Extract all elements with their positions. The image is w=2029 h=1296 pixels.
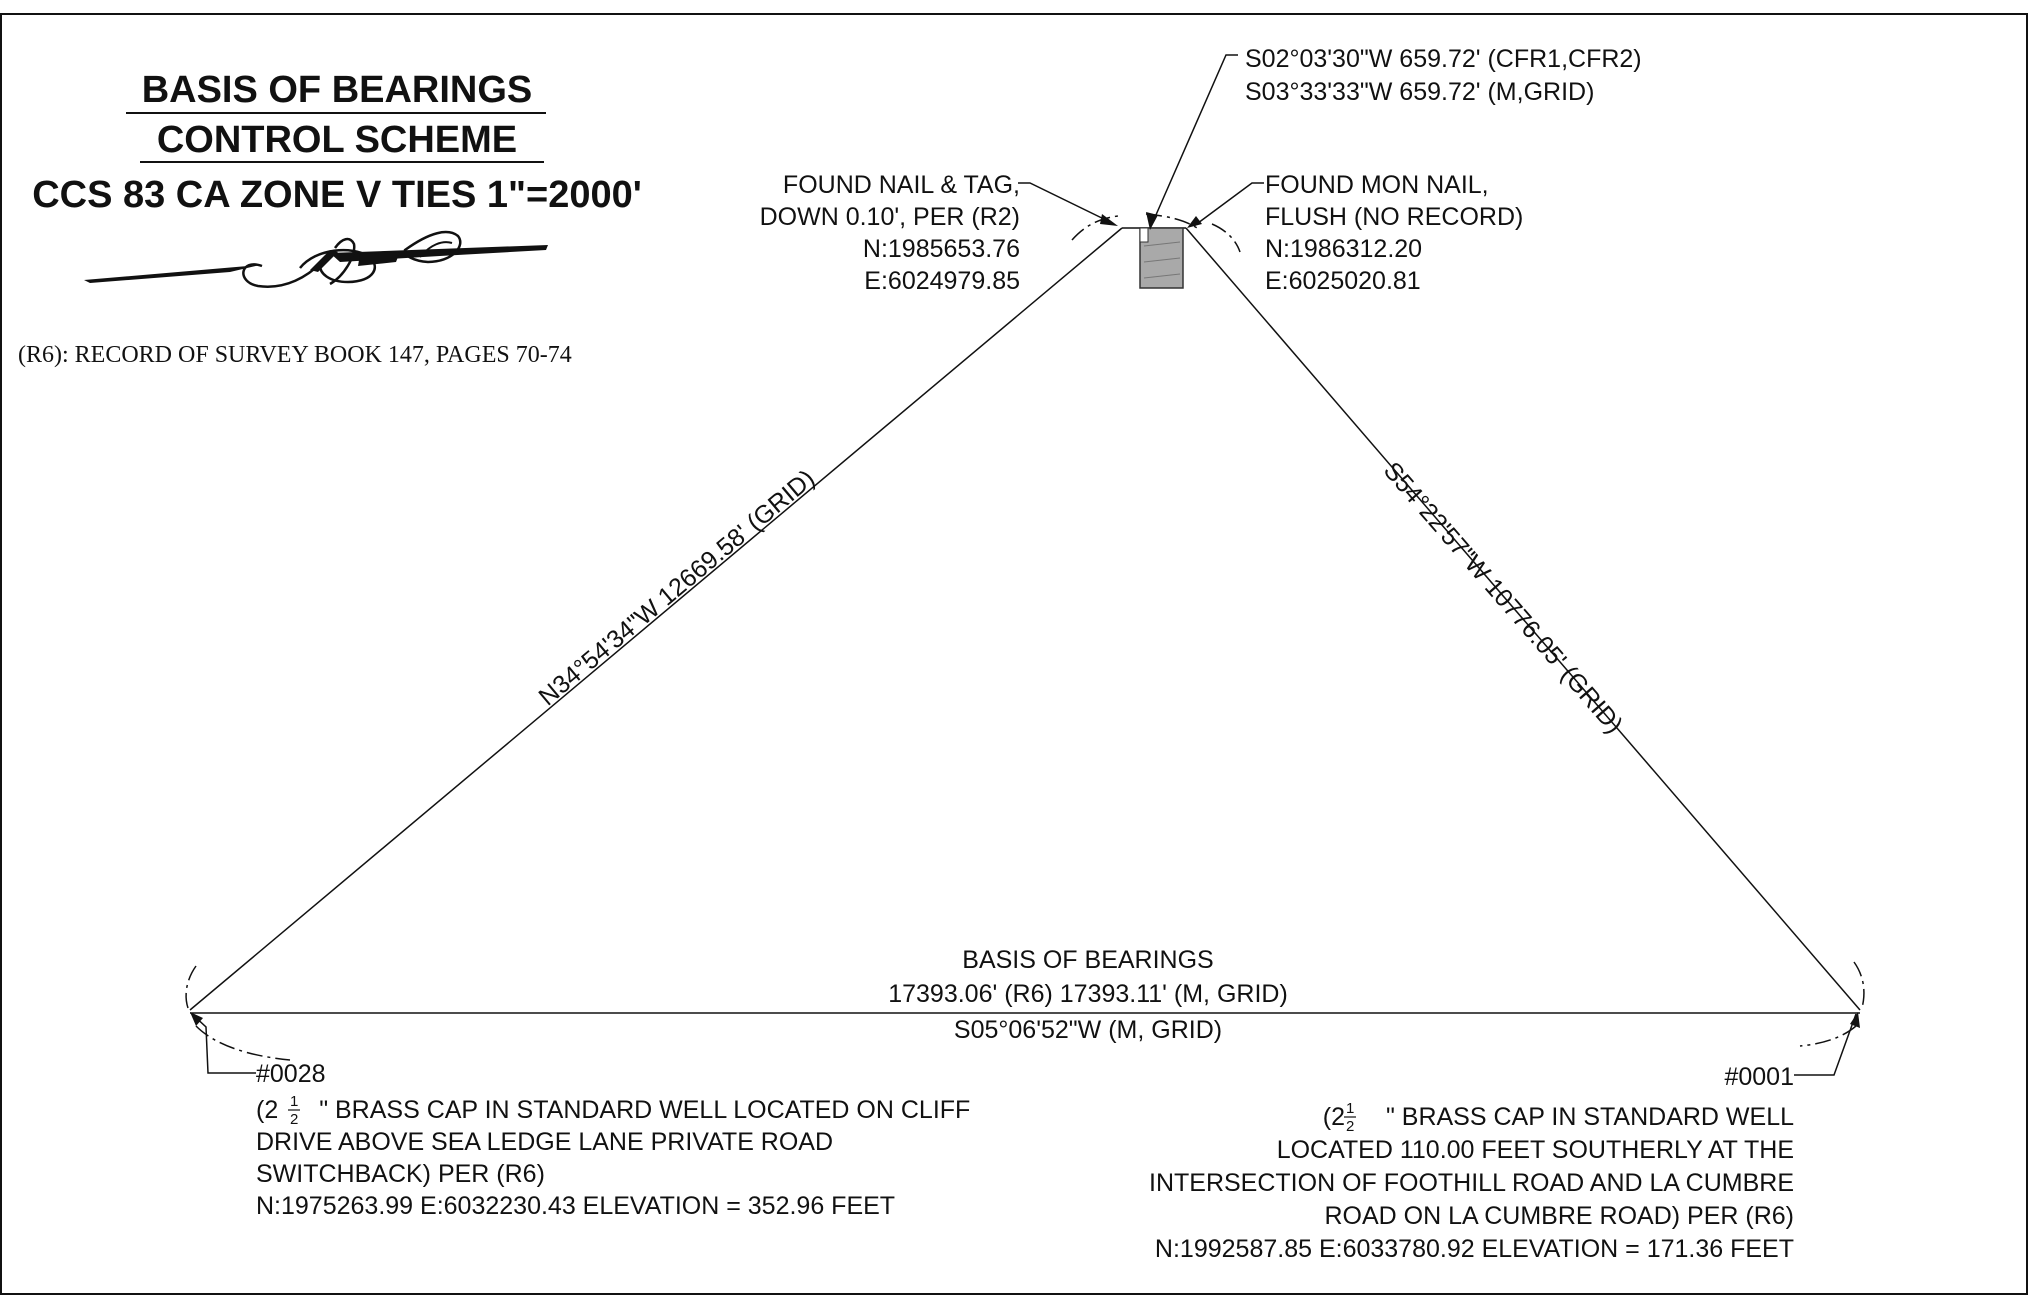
point-0028-line-1: (2 " BRASS CAP IN STANDARD WELL LOCATED … xyxy=(256,1096,970,1124)
point-0028-id: #0028 xyxy=(256,1060,326,1088)
right-line-bearing: S54°22'57"W 10776.05' (GRID) xyxy=(1378,457,1628,739)
svg-text:1: 1 xyxy=(290,1093,298,1110)
found-monument-symbol xyxy=(1139,227,1184,289)
nail-tag-label-2: DOWN 0.10', PER (R2) xyxy=(760,203,1020,231)
top-bearing-measured: S03°33'33"W 659.72' (M,GRID) xyxy=(1245,78,1594,106)
point-break-arcs xyxy=(185,213,1865,1061)
left-line-bearing: N34°54'34"W 12669.58' (GRID) xyxy=(533,464,820,711)
point-0001-line-3: INTERSECTION OF FOOTHILL ROAD AND LA CUM… xyxy=(1149,1169,1794,1197)
leader-lines xyxy=(191,54,1857,1076)
point-0028-line-4: N:1975263.99 E:6032230.43 ELEVATION = 35… xyxy=(256,1192,895,1220)
top-bearing-record: S02°03'30"W 659.72' (CFR1,CFR2) xyxy=(1245,45,1642,73)
mon-nail-label-2: FLUSH (NO RECORD) xyxy=(1265,203,1523,231)
point-0001-id: #0001 xyxy=(1724,1063,1794,1091)
point-0001-line-4: ROAD ON LA CUMBRE ROAD) PER (R6) xyxy=(1324,1202,1794,1230)
point-0028-line-2: DRIVE ABOVE SEA LEDGE LANE PRIVATE ROAD xyxy=(256,1128,833,1156)
reference-note: (R6): RECORD OF SURVEY BOOK 147, PAGES 7… xyxy=(18,342,572,368)
point-0028-fraction: 1 2 xyxy=(288,1093,300,1128)
nail-tag-northing: N:1985653.76 xyxy=(863,235,1020,263)
svg-text:1: 1 xyxy=(1346,1100,1354,1117)
leader-arrowheads xyxy=(190,212,1860,1028)
point-0001-line-2: LOCATED 110.00 FEET SOUTHERLY AT THE xyxy=(1277,1136,1794,1164)
title-line-2: CONTROL SCHEME xyxy=(157,119,517,161)
point-0001-line-5: N:1992587.85 E:6033780.92 ELEVATION = 17… xyxy=(1155,1235,1794,1263)
nail-tag-label-1: FOUND NAIL & TAG, xyxy=(783,171,1020,199)
line-left-nw xyxy=(189,227,1123,1011)
point-0001-fraction: 1 2 xyxy=(1344,1100,1356,1135)
title-line-3: CCS 83 CA ZONE V TIES 1"=2000' xyxy=(32,174,642,216)
point-0028-line-3: SWITCHBACK) PER (R6) xyxy=(256,1160,545,1188)
basis-bearing: S05°06'52"W (M, GRID) xyxy=(954,1016,1222,1044)
point-0001-line-1: (2 " BRASS CAP IN STANDARD WELL xyxy=(1323,1103,1794,1131)
mon-nail-label-1: FOUND MON NAIL, xyxy=(1265,171,1489,199)
nail-tag-easting: E:6024979.85 xyxy=(864,267,1020,295)
mon-nail-northing: N:1986312.20 xyxy=(1265,235,1422,263)
svg-text:2: 2 xyxy=(1346,1118,1354,1135)
mon-nail-easting: E:6025020.81 xyxy=(1265,267,1421,295)
sheet-border xyxy=(0,13,2028,1295)
basis-distance: 17393.06' (R6) 17393.11' (M, GRID) xyxy=(888,980,1288,1008)
decorative-flourish xyxy=(84,230,548,288)
line-right-ne xyxy=(1185,227,1861,1011)
title-line-1: BASIS OF BEARINGS xyxy=(142,69,533,111)
basis-label: BASIS OF BEARINGS xyxy=(962,946,1213,974)
svg-text:2: 2 xyxy=(290,1111,298,1128)
